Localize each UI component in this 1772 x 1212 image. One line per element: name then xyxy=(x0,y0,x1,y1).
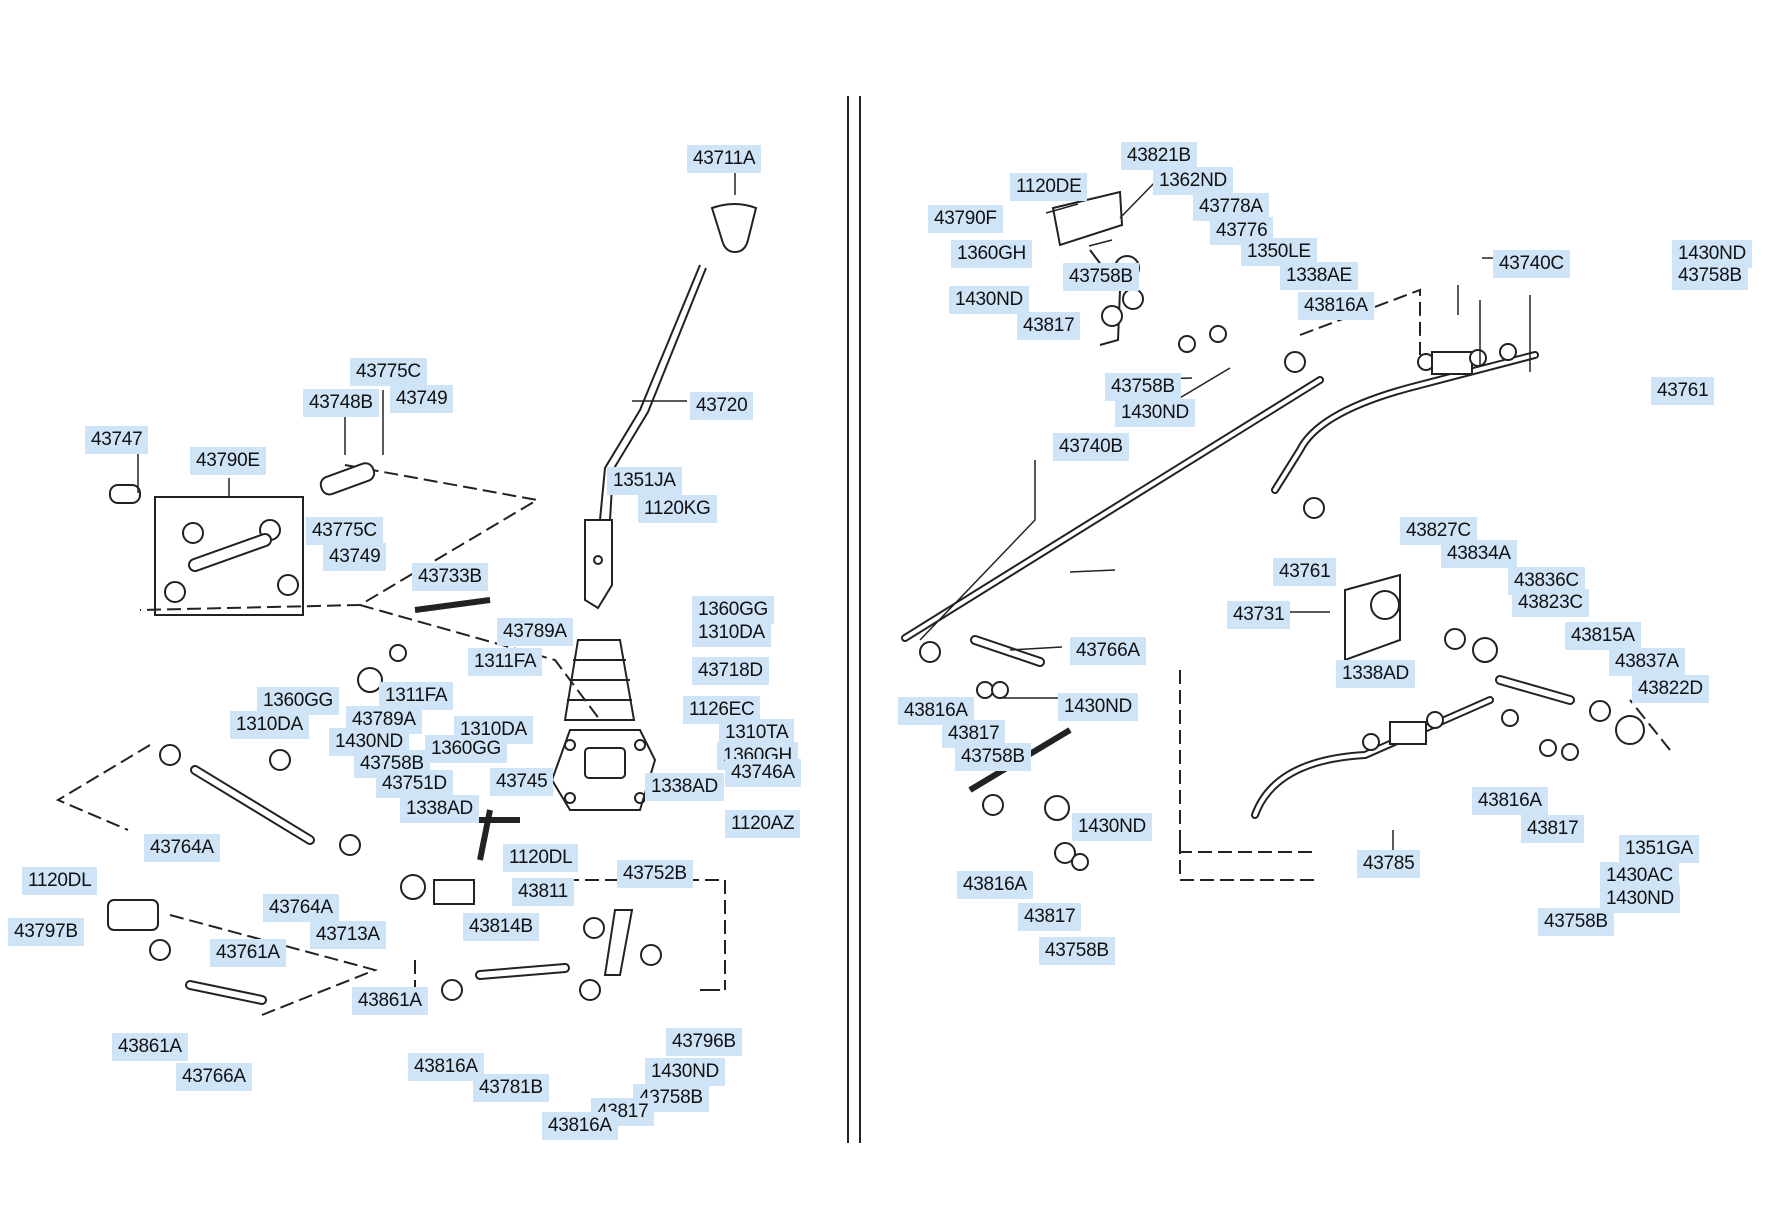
left-assembly-lines xyxy=(55,462,726,1016)
part-label-1360gg-2[interactable]: 1360GG xyxy=(257,687,340,715)
part-label-43748b[interactable]: 43748B xyxy=(303,389,379,417)
part-label-43733b[interactable]: 43733B xyxy=(412,563,488,591)
part-label-43837a[interactable]: 43837A xyxy=(1609,648,1685,676)
part-label-43790f[interactable]: 43790F xyxy=(928,205,1003,233)
part-label-43758b-5[interactable]: 43758B xyxy=(1672,262,1748,290)
part-label-1338ad[interactable]: 1338AD xyxy=(645,773,724,801)
part-label-1430nd-2[interactable]: 1430ND xyxy=(645,1058,725,1086)
part-label-43758b-7[interactable]: 43758B xyxy=(1039,937,1115,965)
part-label-1351ga[interactable]: 1351GA xyxy=(1619,835,1699,863)
part-label-1120kg[interactable]: 1120KG xyxy=(638,495,717,523)
part-label-43861a[interactable]: 43861A xyxy=(352,987,428,1015)
part-label-43823c[interactable]: 43823C xyxy=(1512,589,1589,617)
part-label-43781b[interactable]: 43781B xyxy=(473,1074,549,1102)
part-label-43731[interactable]: 43731 xyxy=(1227,601,1291,629)
part-label-1360gh-2[interactable]: 1360GH xyxy=(951,240,1032,268)
part-label-43749[interactable]: 43749 xyxy=(390,385,454,413)
part-label-1350le[interactable]: 1350LE xyxy=(1241,238,1317,266)
part-label-43816a-6[interactable]: 43816A xyxy=(1472,787,1548,815)
part-label-1120az[interactable]: 1120AZ xyxy=(725,810,801,838)
part-label-43785[interactable]: 43785 xyxy=(1357,850,1421,878)
part-label-43775c[interactable]: 43775C xyxy=(350,358,427,386)
part-label-43758b-8[interactable]: 43758B xyxy=(1538,908,1614,936)
part-label-1311fa[interactable]: 1311FA xyxy=(468,648,543,676)
part-label-43815a[interactable]: 43815A xyxy=(1565,622,1641,650)
part-label-43817-5[interactable]: 43817 xyxy=(1521,815,1585,843)
part-label-43790e[interactable]: 43790E xyxy=(190,447,266,475)
part-label-43766a[interactable]: 43766A xyxy=(176,1063,252,1091)
part-label-43761[interactable]: 43761 xyxy=(1651,377,1715,405)
part-label-1360gg-3[interactable]: 1360GG xyxy=(425,735,508,763)
part-label-43821b[interactable]: 43821B xyxy=(1121,142,1197,170)
part-label-43811[interactable]: 43811 xyxy=(512,878,574,906)
part-label-43817-2[interactable]: 43817 xyxy=(1017,312,1081,340)
part-label-1338ad-2[interactable]: 1338AD xyxy=(400,795,479,823)
part-label-1362nd[interactable]: 1362ND xyxy=(1153,167,1233,195)
shift-base-housing xyxy=(550,729,657,811)
gear-shift-lever xyxy=(584,203,758,610)
part-label-1338ae[interactable]: 1338AE xyxy=(1280,262,1358,290)
part-label-1430nd-3[interactable]: 1430ND xyxy=(949,286,1029,314)
part-label-43752b[interactable]: 43752B xyxy=(617,860,693,888)
shift-boot xyxy=(563,639,636,721)
part-label-1430nd-6[interactable]: 1430ND xyxy=(1058,693,1138,721)
part-label-43816a[interactable]: 43816A xyxy=(408,1053,484,1081)
part-label-43817-4[interactable]: 43817 xyxy=(1018,903,1082,931)
part-label-43747[interactable]: 43747 xyxy=(85,426,149,454)
part-label-1351ja[interactable]: 1351JA xyxy=(607,467,682,495)
part-label-43789a[interactable]: 43789A xyxy=(497,618,573,646)
part-label-1120dl[interactable]: 1120DL xyxy=(503,844,579,872)
part-label-43749-2[interactable]: 43749 xyxy=(323,543,387,571)
part-label-43711a[interactable]: 43711A xyxy=(687,145,762,173)
part-label-43764a[interactable]: 43764A xyxy=(144,834,220,862)
part-label-43740c[interactable]: 43740C xyxy=(1493,250,1570,278)
part-label-43761a[interactable]: 43761A xyxy=(210,939,286,967)
part-label-43861a-2[interactable]: 43861A xyxy=(112,1033,188,1061)
part-label-43761-2[interactable]: 43761 xyxy=(1273,558,1337,586)
panel-divider xyxy=(847,96,861,1143)
part-label-43816a-4[interactable]: 43816A xyxy=(898,697,974,725)
part-label-1338ad-3[interactable]: 1338AD xyxy=(1336,660,1415,688)
part-label-1430nd-4[interactable]: 1430ND xyxy=(1115,399,1195,427)
part-label-43740b[interactable]: 43740B xyxy=(1053,433,1129,461)
part-label-43713a[interactable]: 43713A xyxy=(310,921,386,949)
part-label-1430nd-7[interactable]: 1430ND xyxy=(1072,813,1152,841)
part-label-43764a-2[interactable]: 43764A xyxy=(263,894,339,922)
part-label-43775c-2[interactable]: 43775C xyxy=(306,517,383,545)
part-label-43816a-5[interactable]: 43816A xyxy=(957,871,1033,899)
part-label-43816a-2[interactable]: 43816A xyxy=(542,1112,618,1140)
part-label-43822d[interactable]: 43822D xyxy=(1632,675,1709,703)
part-label-43758b-4[interactable]: 43758B xyxy=(1105,373,1181,401)
part-label-43816a-3[interactable]: 43816A xyxy=(1298,292,1374,320)
part-label-43745[interactable]: 43745 xyxy=(490,768,554,796)
part-label-43758b-6[interactable]: 43758B xyxy=(955,743,1031,771)
part-label-43778a[interactable]: 43778A xyxy=(1193,193,1269,221)
part-label-43814b[interactable]: 43814B xyxy=(463,913,539,941)
part-label-43746a[interactable]: 43746A xyxy=(725,759,801,787)
part-label-1310da[interactable]: 1310DA xyxy=(692,619,771,647)
part-label-43796b[interactable]: 43796B xyxy=(666,1028,742,1056)
part-label-43758b-3[interactable]: 43758B xyxy=(1063,263,1139,291)
part-label-43797b[interactable]: 43797B xyxy=(8,918,84,946)
part-label-1310da-2[interactable]: 1310DA xyxy=(230,711,309,739)
part-label-1120de[interactable]: 1120DE xyxy=(1010,173,1088,201)
part-label-43718d[interactable]: 43718D xyxy=(692,657,769,685)
part-label-43751d[interactable]: 43751D xyxy=(376,770,453,798)
part-label-43834a[interactable]: 43834A xyxy=(1441,540,1517,568)
part-label-43766a-2[interactable]: 43766A xyxy=(1070,637,1146,665)
part-label-1311fa-2[interactable]: 1311FA xyxy=(379,682,454,710)
part-label-1120dl-2[interactable]: 1120DL xyxy=(22,867,98,895)
part-label-43720[interactable]: 43720 xyxy=(690,392,754,420)
